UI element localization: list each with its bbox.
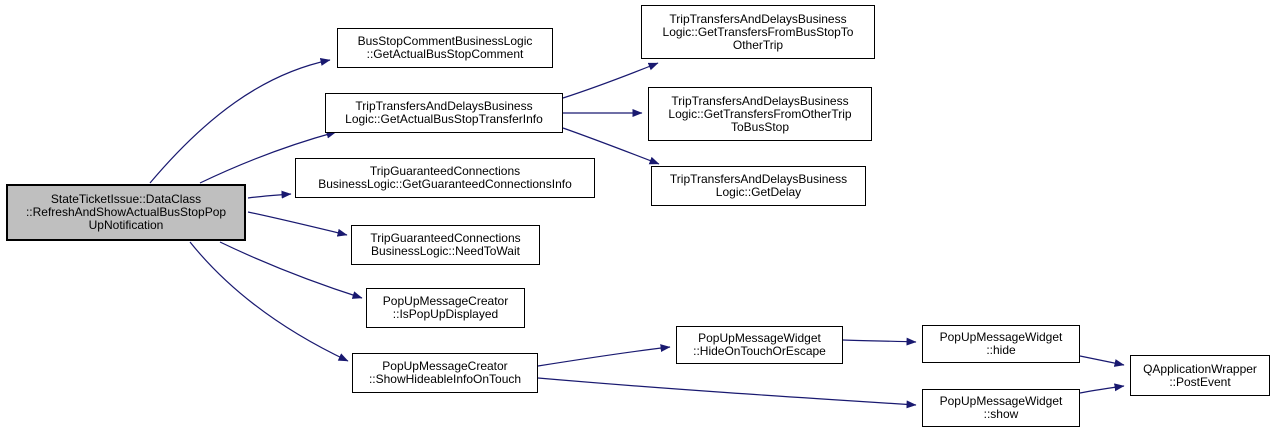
edge-refresh-to-need-to-wait [247,211,348,237]
node-label: TripTransfersAndDelaysBusiness Logic::Ge… [662,11,854,52]
edge-transfer-info-to-get-delay [562,127,660,165]
node-label: PopUpMessageWidget ::show [939,394,1063,421]
edge-refresh-to-get-actual-bus-stop-comment [149,58,331,184]
node-get-transfers-from-bus-stop-to-other-trip[interactable]: TripTransfersAndDelaysBusiness Logic::Ge… [641,5,875,59]
node-show[interactable]: PopUpMessageWidget ::show [922,389,1080,427]
node-get-delay[interactable]: TripTransfersAndDelaysBusiness Logic::Ge… [651,166,866,206]
node-show-hideable-info-on-touch[interactable]: PopUpMessageCreator ::ShowHideableInfoOn… [352,353,538,393]
node-label: PopUpMessageWidget ::HideOnTouchOrEscape [693,331,826,358]
node-get-actual-bus-stop-comment[interactable]: BusStopCommentBusinessLogic ::GetActualB… [337,28,553,68]
node-label: TripTransfersAndDelaysBusiness Logic::Ge… [345,99,543,126]
node-post-event[interactable]: QApplicationWrapper ::PostEvent [1130,355,1270,396]
node-label: TripTransfersAndDelaysBusiness Logic::Ge… [669,172,848,199]
node-label: QApplicationWrapper ::PostEvent [1143,361,1257,389]
edge-show-to-post-event [1079,383,1125,394]
node-label: StateTicketIssue::DataClass ::RefreshAnd… [25,192,227,232]
node-label: PopUpMessageWidget ::hide [939,330,1063,357]
node-label: TripGuaranteedConnections BusinessLogic:… [318,164,572,191]
edge-hide-to-post-event [1079,355,1125,367]
edge-hide-on-touch-to-hide [842,337,917,346]
edge-refresh-to-is-pop-up-displayed [219,241,363,299]
node-label: PopUpMessageCreator ::ShowHideableInfoOn… [368,359,522,386]
node-is-pop-up-displayed[interactable]: PopUpMessageCreator ::IsPopUpDisplayed [366,288,525,328]
node-label: TripTransfersAndDelaysBusiness Logic::Ge… [668,93,852,134]
node-label: BusStopCommentBusinessLogic ::GetActualB… [357,34,533,61]
edge-transfer-info-to-get-transfers-from-bus-stop-to-other-trip [562,62,659,99]
node-hide[interactable]: PopUpMessageWidget ::hide [922,325,1080,363]
node-get-guaranteed-connections-info[interactable]: TripGuaranteedConnections BusinessLogic:… [295,158,595,198]
node-need-to-wait[interactable]: TripGuaranteedConnections BusinessLogic:… [351,225,540,265]
edge-show-hideable-to-show [537,377,917,409]
edge-refresh-to-get-actual-bus-stop-transfer-info [199,130,337,184]
node-get-transfers-from-other-trip-to-bus-stop[interactable]: TripTransfersAndDelaysBusiness Logic::Ge… [648,87,872,141]
node-refresh-and-show-actual-bus-stop-popup-notification: StateTicketIssue::DataClass ::RefreshAnd… [6,184,246,241]
node-hide-on-touch-or-escape[interactable]: PopUpMessageWidget ::HideOnTouchOrEscape [676,326,843,364]
edge-refresh-to-show-hideable-info-on-touch [189,241,349,362]
edge-show-hideable-to-hide-on-touch-or-escape [537,344,671,367]
node-get-actual-bus-stop-transfer-info[interactable]: TripTransfersAndDelaysBusiness Logic::Ge… [325,93,563,133]
node-label: PopUpMessageCreator ::IsPopUpDisplayed [382,294,509,321]
node-label: TripGuaranteedConnections BusinessLogic:… [370,231,521,258]
edge-refresh-to-get-guaranteed-connections-info [247,190,292,199]
